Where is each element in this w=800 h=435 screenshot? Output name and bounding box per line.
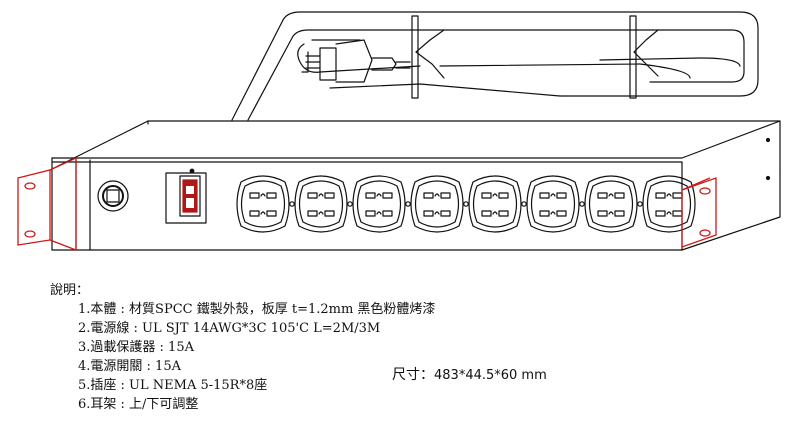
mounting-ear-icon bbox=[17, 156, 717, 251]
outlet-divider-dot bbox=[521, 201, 527, 207]
note-power-cord: 2.電源線 : UL SJT 14AWG*3C 105'C L=2M/3M bbox=[78, 321, 381, 336]
notes-list: 1.本體 : 材質SPCC 鐵製外殼，板厚 t=1.2mm 黑色粉體烤漆 2.電… bbox=[50, 300, 450, 414]
dimension-value: 483*44.5*60 mm bbox=[434, 368, 547, 383]
outlet-divider-dot bbox=[289, 201, 295, 207]
outlet-divider-dot bbox=[637, 201, 643, 207]
outlet-divider-dot bbox=[347, 201, 353, 207]
dimension-label: 尺寸： bbox=[392, 367, 434, 383]
note-mounting-ears: 6.耳架 : 上/下可調整 bbox=[78, 397, 199, 412]
outlet-icon bbox=[352, 175, 406, 233]
power-switch-icon bbox=[165, 168, 207, 224]
outlet-icon bbox=[294, 175, 348, 233]
power-cord-icon bbox=[231, 11, 759, 121]
outlet-row bbox=[236, 175, 696, 233]
outlet-icon bbox=[642, 175, 696, 233]
note-power-switch: 4.電源開關 : 15A bbox=[78, 359, 181, 374]
note-overload-protector: 3.過載保護器 : 15A bbox=[78, 340, 194, 355]
note-body: 1.本體 : 材質SPCC 鐵製外殼，板厚 t=1.2mm 黑色粉體烤漆 bbox=[78, 302, 436, 317]
outlet-icon bbox=[468, 175, 522, 233]
outlet-icon bbox=[410, 175, 464, 233]
notes-section: 說明： 1.本體 : 材質SPCC 鐵製外殼，板厚 t=1.2mm 黑色粉體烤漆… bbox=[50, 281, 450, 414]
outlet-icon bbox=[584, 175, 638, 233]
notes-title: 說明： bbox=[50, 283, 90, 298]
circuit-breaker-icon bbox=[97, 180, 129, 212]
outlet-divider-dot bbox=[579, 201, 585, 207]
outlet-divider-dot bbox=[405, 201, 411, 207]
pdu-drawing bbox=[17, 11, 781, 251]
pdu-chassis bbox=[49, 120, 781, 251]
dimension-spec: 尺寸：483*44.5*60 mm bbox=[392, 364, 547, 384]
outlet-icon bbox=[526, 175, 580, 233]
cord-plug-icon bbox=[301, 39, 411, 83]
note-outlets: 5.插座 : UL NEMA 5-15R*8座 bbox=[78, 378, 268, 393]
outlet-icon bbox=[236, 175, 290, 233]
outlet-divider-dot bbox=[463, 201, 469, 207]
